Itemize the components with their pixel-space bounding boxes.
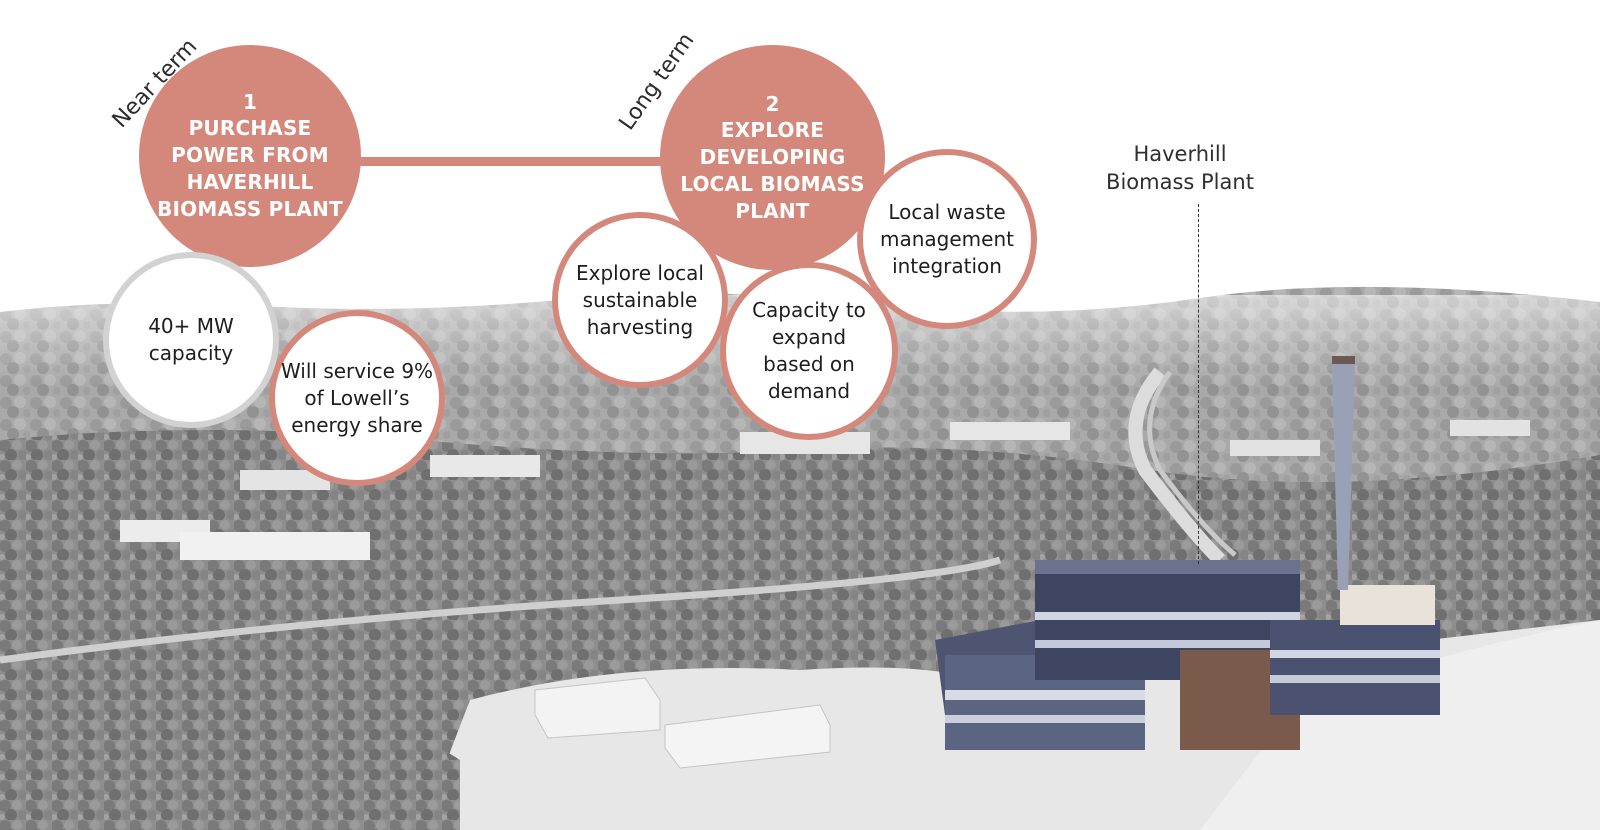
long-term-number: 2 xyxy=(765,91,780,116)
long-term-detail-expand-text: Capacity to expand based on demand xyxy=(752,298,866,403)
plant-callout-label: Haverhill Biomass Plant xyxy=(1090,140,1270,196)
near-term-detail-energy-share-text: Will service 9% of Lowell’s energy share xyxy=(280,358,434,437)
near-term-primary-circle: 1 PURCHASE POWER FROM HAVERHILL BIOMASS … xyxy=(139,45,361,267)
plant-callout-line2: Biomass Plant xyxy=(1106,170,1254,194)
timeline-connector xyxy=(360,157,680,166)
near-term-number: 1 xyxy=(242,90,258,114)
long-term-detail-waste: Local waste management integration xyxy=(857,149,1037,329)
plant-callout-line1: Haverhill xyxy=(1133,142,1227,166)
long-term-detail-harvesting-text: Explore local sustainable harvesting xyxy=(575,260,704,339)
plant-callout-leader-line xyxy=(1198,204,1199,564)
long-term-title: EXPLORE DEVELOPING LOCAL BIOMASS PLANT xyxy=(680,117,865,223)
long-term-detail-expand: Capacity to expand based on demand xyxy=(720,262,898,440)
near-term-detail-energy-share: Will service 9% of Lowell’s energy share xyxy=(269,310,445,486)
near-term-title: PURCHASE POWER FROM HAVERHILL BIOMASS PL… xyxy=(157,116,343,221)
near-term-detail-capacity: 40+ MW capacity xyxy=(103,252,279,428)
long-term-detail-harvesting: Explore local sustainable harvesting xyxy=(552,212,728,388)
long-term-detail-waste-text: Local waste management integration xyxy=(880,199,1014,278)
power-plant-illustration xyxy=(935,356,1440,750)
near-term-detail-capacity-text: 40+ MW capacity xyxy=(148,314,234,365)
